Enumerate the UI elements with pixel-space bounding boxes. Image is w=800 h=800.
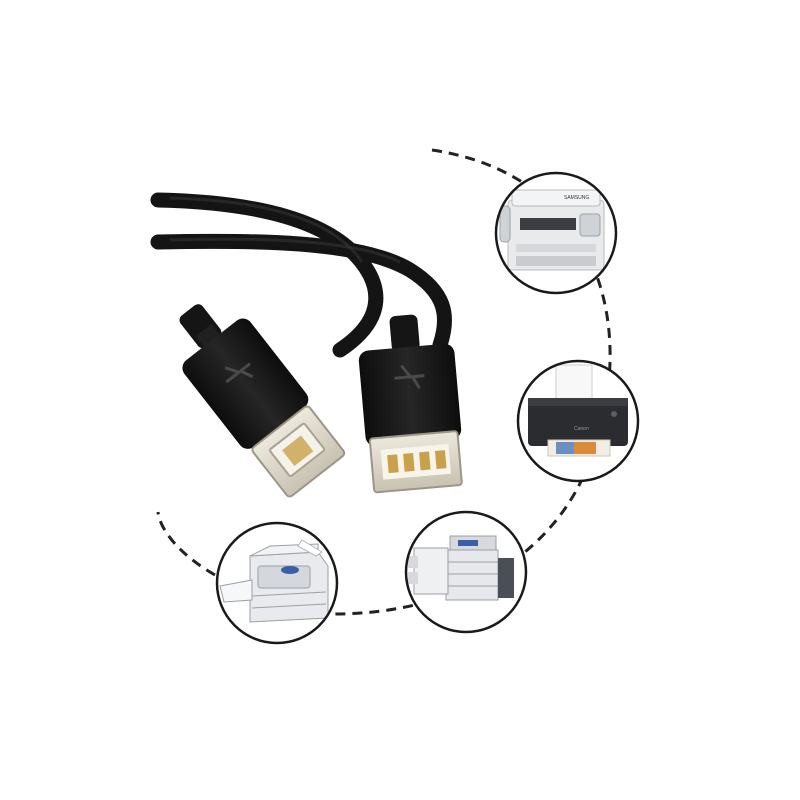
usb-type-a-connector [358,314,463,494]
multifunction-printer-image: SAMSUNG [499,189,605,271]
office-copier-circle [404,510,528,634]
printer-brand-text: SAMSUNG [564,195,589,201]
usb-type-b-connector [179,304,346,498]
inkjet-printer-circle: Canon [516,359,640,483]
inkjet-printer-image: Canon [528,364,628,457]
laser-printer-circle [215,521,339,645]
multifunction-printer-circle: SAMSUNG [494,171,618,295]
laser-printer-image [219,539,329,623]
inkjet-brand-text: Canon [574,426,589,432]
usb-trident-icon [394,364,425,389]
office-copier-image [408,535,514,601]
usb-cable [150,192,453,358]
gold-pins [387,450,447,474]
usb-trident-icon [224,362,254,384]
